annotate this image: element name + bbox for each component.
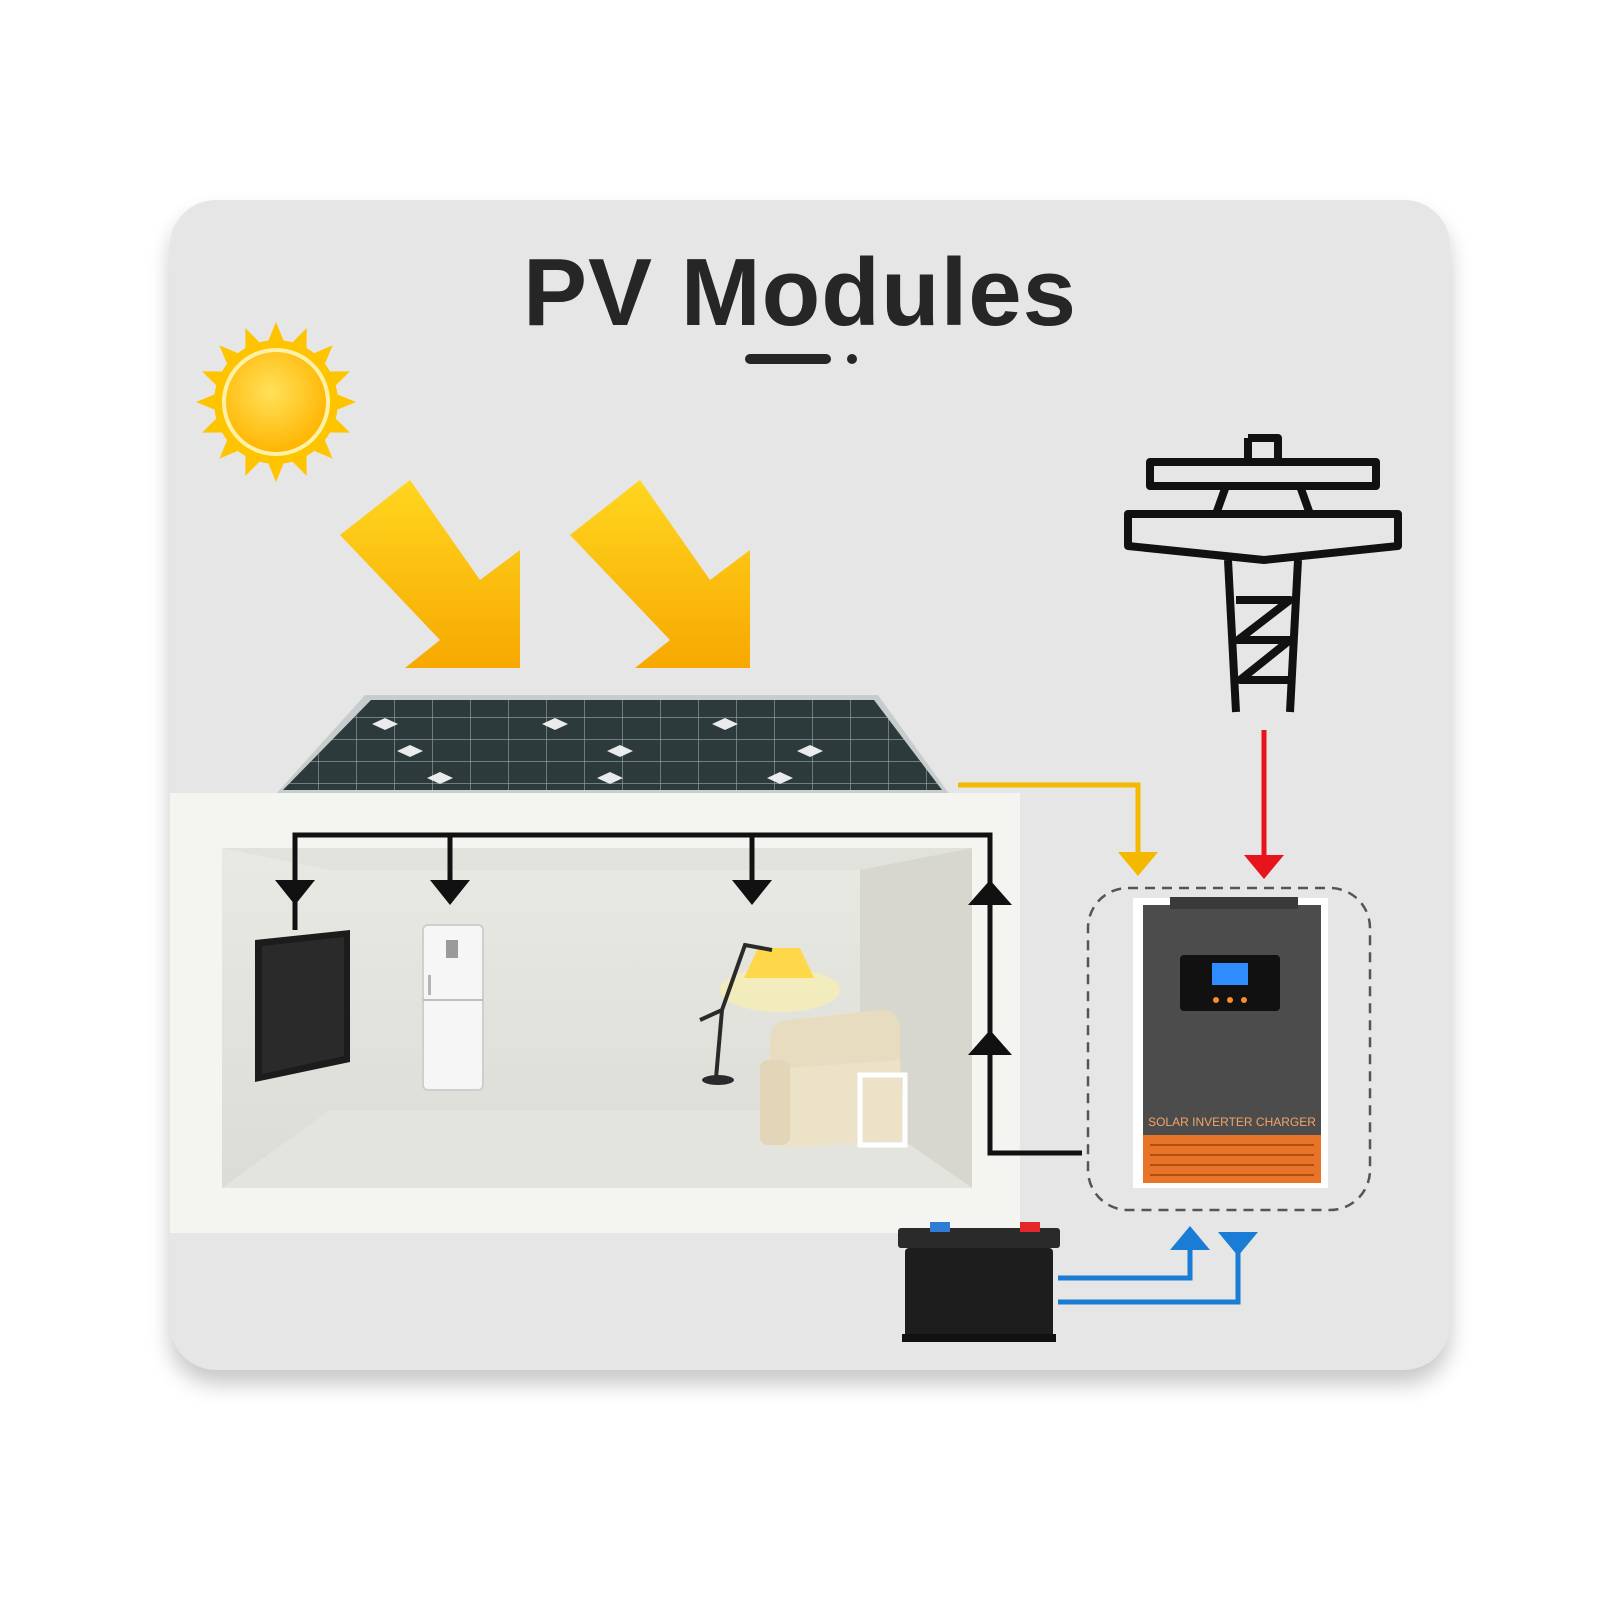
sofa-icon (760, 1010, 908, 1148)
inverter-label: SOLAR INVERTER CHARGER (1148, 1115, 1316, 1129)
tv-icon (255, 930, 350, 1082)
inverter-icon: SOLAR INVERTER CHARGER (1086, 886, 1372, 1212)
battery-icon (898, 1222, 1060, 1342)
sunlight-arrow-icon (340, 480, 520, 668)
title-underline-dot (847, 354, 857, 364)
battery-wiring (1058, 1240, 1241, 1305)
solar-panel-icon (275, 695, 950, 795)
load-arrow-down (275, 880, 772, 905)
load-arrow-up (968, 880, 1012, 1055)
grid-wiring (1244, 730, 1284, 879)
transmission-tower-icon (1124, 434, 1402, 713)
sunlight-arrow-icon (570, 480, 750, 668)
title-underline (745, 354, 831, 364)
sun-icon (196, 322, 356, 482)
page-title: PV Modules (522, 239, 1078, 346)
battery-arrow-discharge (1218, 1232, 1258, 1256)
floor-lamp-icon (699, 942, 840, 1085)
battery-arrow-charge (1170, 1226, 1210, 1250)
pv-wiring (958, 782, 1158, 876)
fridge-icon (422, 924, 484, 1091)
